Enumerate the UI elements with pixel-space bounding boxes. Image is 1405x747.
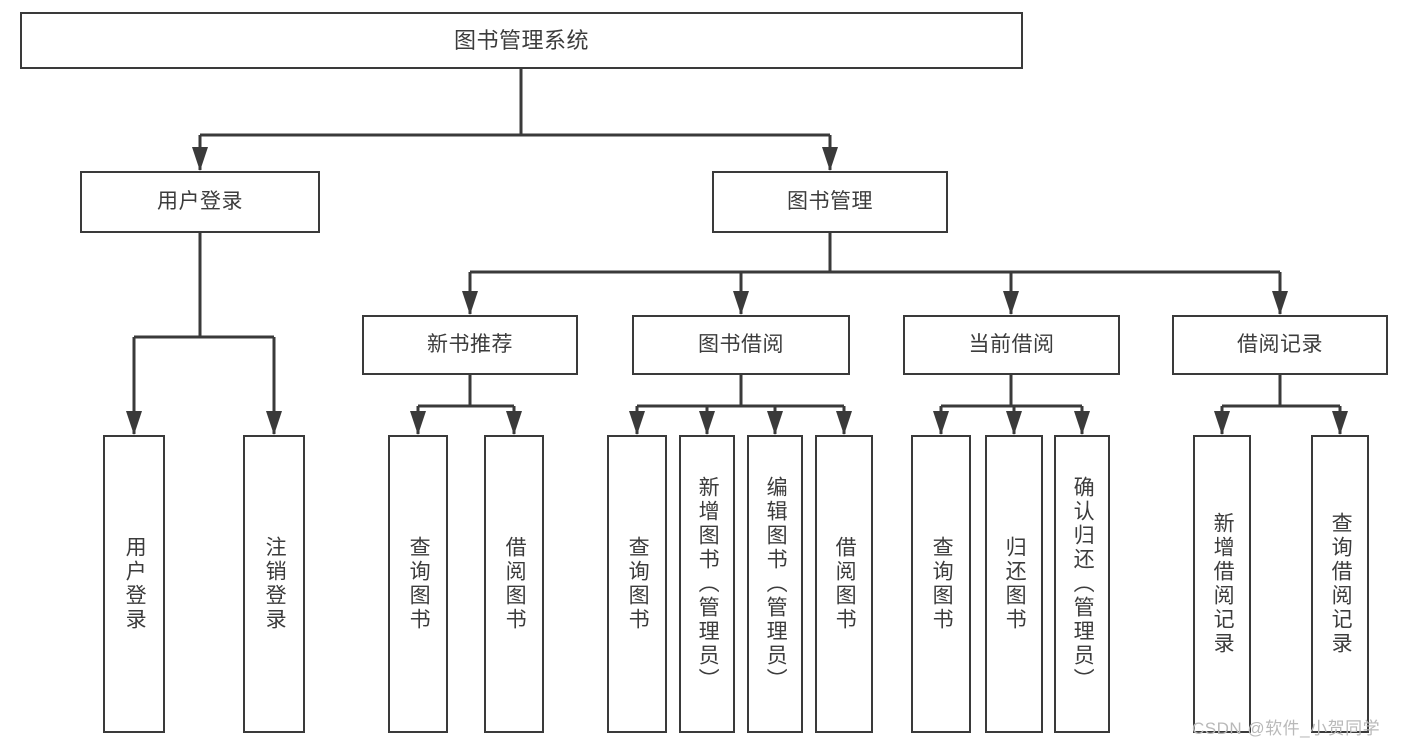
node-label: 查询图书 (626, 536, 650, 632)
node-label: 图书借阅 (698, 332, 784, 356)
node-label: 注销登录 (263, 536, 287, 632)
arrowhead-icon (822, 147, 838, 171)
arrowhead-icon (506, 411, 522, 435)
node-book-borrow[interactable]: 图书借阅 (632, 315, 850, 375)
arrowhead-icon (1272, 291, 1288, 315)
node-label: 编辑图书（管理员） (764, 476, 788, 692)
arrowhead-icon (733, 291, 749, 315)
node-new-book-rec[interactable]: 新书推荐 (362, 315, 578, 375)
node-leaf-query-rec[interactable]: 查询借阅记录 (1311, 435, 1369, 733)
node-user-login[interactable]: 用户登录 (80, 171, 320, 233)
node-leaf-user-login[interactable]: 用户登录 (103, 435, 165, 733)
arrowhead-icon (1074, 411, 1090, 435)
node-label: 查询图书 (407, 536, 431, 632)
node-leaf-confirm[interactable]: 确认归还（管理员） (1054, 435, 1110, 733)
node-label: 归还图书 (1003, 536, 1027, 632)
arrowhead-icon (1332, 411, 1348, 435)
node-leaf-return[interactable]: 归还图书 (985, 435, 1043, 733)
node-label: 查询图书 (930, 536, 954, 632)
node-leaf-query-1[interactable]: 查询图书 (388, 435, 448, 733)
arrowhead-icon (1003, 291, 1019, 315)
node-leaf-borrow-1[interactable]: 借阅图书 (484, 435, 544, 733)
arrowhead-icon (629, 411, 645, 435)
arrowhead-icon (1006, 411, 1022, 435)
node-label: 借阅图书 (833, 536, 857, 632)
node-book-manage[interactable]: 图书管理 (712, 171, 948, 233)
node-label: 图书管理 (787, 189, 873, 213)
node-label: 图书管理系统 (453, 27, 589, 53)
arrowhead-icon (266, 411, 282, 435)
node-leaf-query-2[interactable]: 查询图书 (607, 435, 667, 733)
node-label: 查询借阅记录 (1329, 512, 1353, 656)
arrowhead-icon (126, 411, 142, 435)
node-leaf-logout[interactable]: 注销登录 (243, 435, 305, 733)
node-borrow-record[interactable]: 借阅记录 (1172, 315, 1388, 375)
arrowhead-icon (1214, 411, 1230, 435)
node-root[interactable]: 图书管理系统 (20, 12, 1023, 69)
node-label: 当前借阅 (968, 332, 1055, 356)
node-label: 用户登录 (123, 536, 147, 632)
arrowhead-icon (933, 411, 949, 435)
arrowhead-icon (767, 411, 783, 435)
node-label: 新增借阅记录 (1211, 512, 1235, 656)
node-label: 新书推荐 (427, 332, 513, 356)
arrowhead-icon (192, 147, 208, 171)
node-leaf-add-rec[interactable]: 新增借阅记录 (1193, 435, 1251, 733)
node-leaf-query-3[interactable]: 查询图书 (911, 435, 971, 733)
node-label: 用户登录 (157, 189, 243, 213)
arrowhead-icon (462, 291, 478, 315)
node-current-borrow[interactable]: 当前借阅 (903, 315, 1120, 375)
node-leaf-add-book[interactable]: 新增图书（管理员） (679, 435, 735, 733)
arrowhead-icon (410, 411, 426, 435)
node-label: 借阅记录 (1237, 332, 1323, 356)
node-label: 借阅图书 (503, 536, 527, 632)
node-leaf-borrow-2[interactable]: 借阅图书 (815, 435, 873, 733)
arrowhead-icon (699, 411, 715, 435)
connector-group (126, 69, 1348, 435)
node-leaf-edit-book[interactable]: 编辑图书（管理员） (747, 435, 803, 733)
arrowhead-icon (836, 411, 852, 435)
node-label: 新增图书（管理员） (696, 476, 720, 692)
node-label: 确认归还（管理员） (1071, 476, 1095, 692)
